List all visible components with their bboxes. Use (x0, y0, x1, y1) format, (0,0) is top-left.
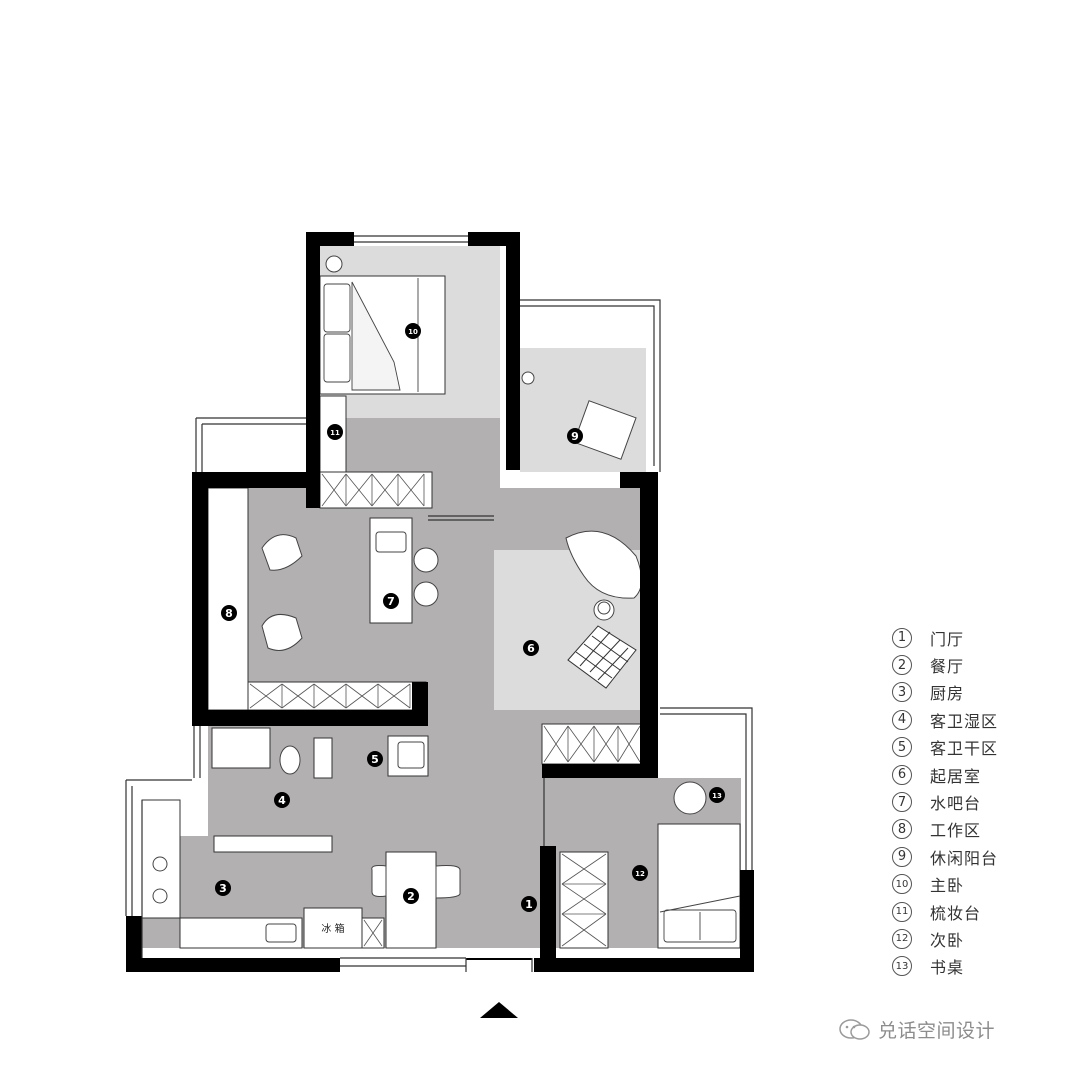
room-marker-label: 8 (225, 607, 233, 620)
legend-item: 13 书桌 (892, 953, 1072, 980)
room-marker-2: 2 (403, 888, 419, 904)
second-wardrobe (559, 851, 609, 949)
legend-label: 门厅 (930, 629, 965, 649)
legend-label: 主卧 (930, 876, 965, 896)
legend-item: 1 门厅 (892, 624, 1072, 651)
room-marker-label: 5 (371, 753, 379, 766)
living-cabinet (541, 723, 643, 765)
legend-item: 11 梳妆台 (892, 898, 1072, 925)
toilet-box (313, 737, 333, 779)
room-marker-label: 10 (408, 328, 418, 336)
legend-number: 4 (892, 709, 912, 730)
room-marker-label: 12 (635, 870, 645, 878)
room-legend: 1 门厅 2 餐厅 3 厨房 4 客卫湿区 5 客卫干区 6 起居室 7 水吧台 8 工作区 9 休闲阳台 10 主卧… (892, 624, 1072, 980)
room-marker-label: 1 (525, 898, 533, 911)
legend-label: 次卧 (930, 930, 965, 950)
bath-l-counter (213, 835, 333, 853)
room-marker-13: 13 (709, 787, 725, 803)
legend-label: 餐厅 (930, 657, 965, 677)
legend-label: 水吧台 (930, 794, 982, 814)
room-marker-label: 11 (330, 429, 340, 437)
wardrobe-master (319, 471, 433, 509)
legend-item: 9 休闲阳台 (892, 843, 1072, 870)
cabinet-marks (249, 473, 641, 947)
legend-number: 9 (892, 846, 912, 867)
floor-balcony (520, 348, 646, 472)
legend-number: 13 (892, 956, 912, 977)
room-marker-label: 6 (527, 642, 535, 655)
fridge (303, 907, 363, 949)
legend-item: 7 水吧台 (892, 788, 1072, 815)
room-marker-label: 4 (278, 794, 286, 807)
legend-item: 5 客卫干区 (892, 734, 1072, 761)
legend-number: 2 (892, 655, 912, 676)
legend-number: 11 (892, 901, 912, 922)
armchair-plaid (567, 625, 637, 689)
room-marker-11: 11 (327, 424, 343, 440)
legend-item: 3 厨房 (892, 679, 1072, 706)
work-desk (207, 487, 249, 711)
room-marker-3: 3 (215, 880, 231, 896)
legend-label: 休闲阳台 (930, 848, 999, 868)
room-marker-12: 12 (632, 865, 648, 881)
legend-number: 3 (892, 682, 912, 703)
fridge-label: 冰 箱 (321, 922, 344, 935)
fixtures (152, 255, 611, 943)
room-marker-10: 10 (405, 323, 421, 339)
bottom-cabinets (247, 681, 427, 711)
room-marker-7: 7 (383, 593, 399, 609)
room-marker-8: 8 (221, 605, 237, 621)
legend-item: 6 起居室 (892, 761, 1072, 788)
legend-number: 1 (892, 627, 912, 648)
watermark-text: 兑话空间设计 (878, 1020, 996, 1042)
room-marker-label: 7 (387, 595, 395, 608)
wechat-icon (839, 1018, 870, 1040)
room-marker-6: 6 (523, 640, 539, 656)
legend-label: 客卫干区 (930, 739, 999, 759)
legend-item: 8 工作区 (892, 816, 1072, 843)
north-arrow-icon (480, 1002, 518, 1018)
legend-number: 8 (892, 819, 912, 840)
legend-label: 工作区 (930, 821, 982, 841)
legend-number: 12 (892, 928, 912, 949)
room-marker-label: 13 (712, 792, 722, 800)
bath-tub (211, 727, 271, 769)
room-marker-5: 5 (367, 751, 383, 767)
thin-lines (125, 235, 753, 972)
legend-item: 12 次卧 (892, 925, 1072, 952)
room-marker-label: 2 (407, 890, 415, 903)
legend-label: 起居室 (930, 766, 982, 786)
legend-label: 厨房 (930, 684, 965, 704)
room-marker-1: 1 (521, 896, 537, 912)
walls (126, 232, 754, 972)
watermark: 兑话空间设计 (838, 1016, 995, 1043)
legend-item: 4 客卫湿区 (892, 706, 1072, 733)
legend-number: 6 (892, 764, 912, 785)
chairs (261, 400, 707, 899)
room-marker-4: 4 (274, 792, 290, 808)
room-marker-label: 9 (571, 430, 579, 443)
legend-number: 5 (892, 737, 912, 758)
legend-label: 书桌 (930, 958, 965, 978)
room-marker-label: 3 (219, 882, 227, 895)
bed-details (323, 278, 741, 943)
legend-number: 10 (892, 874, 912, 895)
legend-item: 2 餐厅 (892, 651, 1072, 678)
legend-label: 客卫湿区 (930, 711, 999, 731)
legend-item: 10 主卧 (892, 871, 1072, 898)
legend-number: 7 (892, 792, 912, 813)
second-bed (657, 823, 741, 949)
legend-label: 梳妆台 (930, 903, 982, 923)
room-marker-9: 9 (567, 428, 583, 444)
